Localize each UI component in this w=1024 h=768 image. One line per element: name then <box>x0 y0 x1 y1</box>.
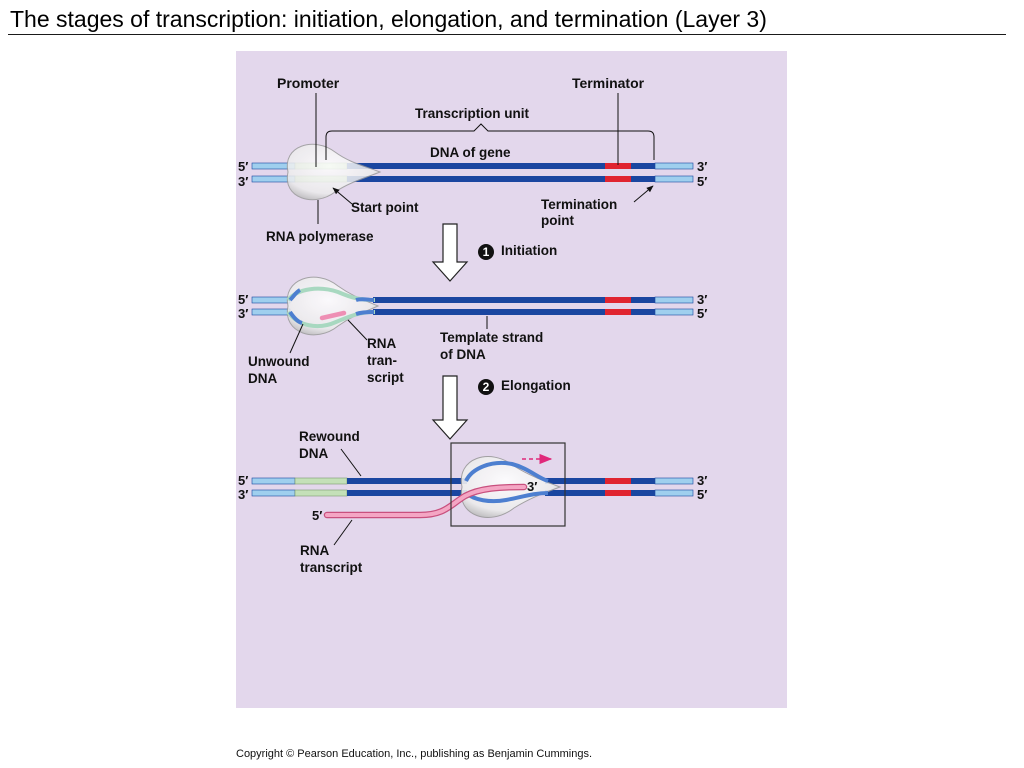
gene-dna-segment <box>631 176 655 182</box>
title-underline <box>8 34 1006 35</box>
template-strand-label: Template strand of DNA <box>440 330 547 362</box>
rna-transcript-label: RNA transcript <box>300 543 363 575</box>
gene-dna-segment <box>631 490 655 496</box>
slide-title: The stages of transcription: initiation,… <box>10 6 767 32</box>
unwound-dna-label: Unwound DNA <box>248 354 313 386</box>
stage-before-initiation: 5′ 3′ 3′ 5′ Promoter Terminator Transcri… <box>238 75 707 244</box>
strand-end-label: 3′ <box>697 473 707 488</box>
gene-dna-segment <box>631 297 655 303</box>
strand-end-label: 5′ <box>697 174 707 189</box>
gene-dna-segment <box>545 478 605 484</box>
elongation-label: Elongation <box>501 378 571 393</box>
strand-end-label: 5′ <box>238 292 248 307</box>
step-number-badge <box>478 244 494 260</box>
rna-3prime-label: 3′ <box>527 479 537 494</box>
dna-light-segment <box>654 175 694 183</box>
rna-transcript-label: RNA tran- script <box>367 336 404 385</box>
dna-light-segment <box>251 308 291 316</box>
promoter-label: Promoter <box>277 75 340 91</box>
gene-dna-segment <box>631 163 655 169</box>
dna-light-segment <box>654 477 694 485</box>
transcription-unit-label: Transcription unit <box>415 106 530 121</box>
dna-light-segment <box>654 296 694 304</box>
dna-light-segment <box>654 308 694 316</box>
strand-end-label: 3′ <box>238 487 248 502</box>
rna-5prime-label: 5′ <box>312 508 322 523</box>
initiation-label: Initiation <box>501 243 557 258</box>
copyright-notice: Copyright © Pearson Education, Inc., pub… <box>236 748 593 760</box>
strand-end-label: 3′ <box>697 292 707 307</box>
gene-dna-segment <box>545 490 605 496</box>
rna-polymerase-shape <box>286 143 382 201</box>
terminator-region <box>605 297 631 303</box>
strand-end-label: 3′ <box>238 306 248 321</box>
terminator-region <box>605 163 631 169</box>
rna-polymerase-label: RNA polymerase <box>266 229 374 244</box>
transcription-unit-bracket <box>325 123 655 160</box>
gene-dna-segment <box>373 297 605 303</box>
stage-initiation: 5′ 3′ 3′ 5′ Unwound DNA RNA tran- script… <box>238 276 707 386</box>
termination-point-arrow <box>633 185 654 203</box>
dna-light-segment <box>654 162 694 170</box>
strand-end-label: 3′ <box>697 159 707 174</box>
step-number-badge <box>478 379 494 395</box>
unwound-dna-strand-bottom <box>464 491 549 504</box>
gene-dna-segment <box>631 309 655 315</box>
rna-transcript-short <box>319 310 347 321</box>
step-number: 1 <box>483 245 490 259</box>
terminator-region <box>605 478 631 484</box>
gene-dna-segment <box>347 478 467 484</box>
elongation-step: 2 Elongation <box>431 375 571 440</box>
promoter-region <box>294 489 348 497</box>
dna-light-segment <box>654 489 694 497</box>
gene-dna-segment <box>347 176 605 182</box>
terminator-region <box>605 490 631 496</box>
dna-of-gene-label: DNA of gene <box>430 145 511 160</box>
rna-transcript-leader-line <box>347 319 368 341</box>
rewound-dna-label: Rewound DNA <box>299 429 364 461</box>
start-point-label: Start point <box>351 200 419 215</box>
unwound-dna-leader-line <box>289 323 304 354</box>
dna-light-segment <box>251 477 296 485</box>
start-point-arrow <box>332 187 353 205</box>
stage-elongation: 5′ 3′ 3′ 5′ 3′ 5′ Rewound DNA RNA transc… <box>238 429 707 575</box>
initiation-step: 1 Initiation <box>431 223 557 282</box>
strand-end-label: 5′ <box>697 487 707 502</box>
gene-dna-segment <box>347 490 467 496</box>
gene-dna-segment <box>347 163 605 169</box>
rna-transcript-long <box>325 485 526 517</box>
rewound-dna-leader-line <box>340 448 362 477</box>
down-arrow <box>431 223 469 282</box>
dna-light-segment <box>251 296 291 304</box>
gene-dna-segment <box>373 309 605 315</box>
gene-dna-segment <box>631 478 655 484</box>
unwound-dna-strand-top <box>464 461 549 483</box>
rna-transcript-leader-line <box>333 519 353 546</box>
promoter-region <box>294 477 348 485</box>
terminator-region <box>605 176 631 182</box>
polymerase-focus-box <box>450 442 566 527</box>
termination-point-label: Termination point <box>541 197 621 228</box>
dna-duplex-stage0 <box>251 162 694 183</box>
rna-polymerase-shape <box>286 276 380 336</box>
down-arrow <box>431 375 469 440</box>
dna-light-segment <box>251 489 296 497</box>
step-number: 2 <box>483 380 490 394</box>
terminator-region <box>605 309 631 315</box>
terminator-label: Terminator <box>572 75 645 91</box>
strand-end-label: 5′ <box>238 159 248 174</box>
unwound-dna-strand-blue <box>288 288 375 325</box>
strand-end-label: 5′ <box>697 306 707 321</box>
strand-end-label: 3′ <box>238 174 248 189</box>
strand-end-label: 5′ <box>238 473 248 488</box>
